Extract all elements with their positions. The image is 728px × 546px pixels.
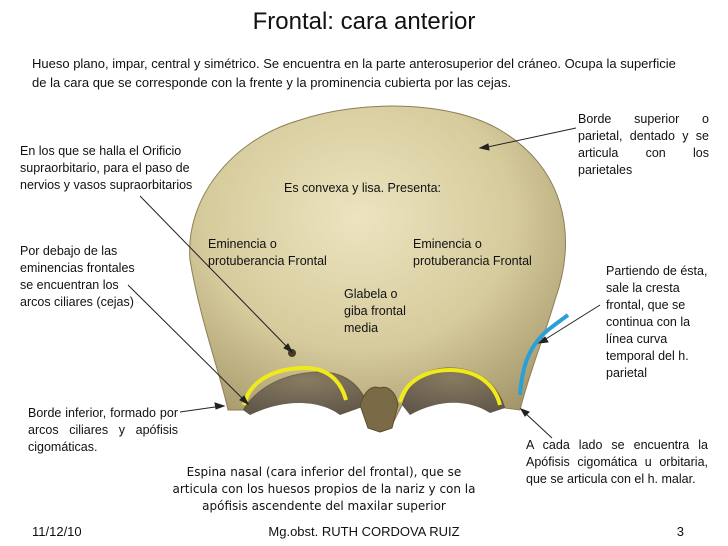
footer-date: 11/12/10 <box>32 524 82 539</box>
pointer-borde-superior <box>482 127 577 149</box>
pointer-borde-inferior <box>179 405 223 413</box>
temporal-crest-line <box>518 313 570 396</box>
note-foramen: En los que se halla el Orificio supraorb… <box>20 144 193 192</box>
note-borde-inferior: Borde inferior, formado por arcos ciliar… <box>28 406 178 454</box>
note-eminencia-izq: Eminencia o protuberancia Frontal <box>208 237 327 268</box>
note-cresta: Partiendo de ésta, sale la cresta fronta… <box>606 264 708 380</box>
pointer-foramen <box>139 195 293 353</box>
pointer-arcos <box>127 284 249 405</box>
left-arcus-line <box>242 365 348 406</box>
note-arcos: Por debajo de las eminencias frontales s… <box>20 244 135 309</box>
note-eminencia-der: Eminencia o protuberancia Frontal <box>413 237 532 268</box>
note-espina-nasal: Espina nasal (cara inferior del frontal)… <box>172 465 476 513</box>
intro-text: Hueso plano, impar, central y simétrico.… <box>32 56 676 90</box>
slide-title: Frontal: cara anterior <box>252 8 476 35</box>
right-arcus-line <box>398 367 502 406</box>
note-convexa: Es convexa y lisa. Presenta: <box>284 181 442 195</box>
note-glabela: Glabela o giba frontal media <box>344 287 406 335</box>
footer-page-number: 3 <box>676 524 684 539</box>
pointer-cresta <box>540 304 601 343</box>
nasal-spine <box>359 386 399 433</box>
note-cigomatica: A cada lado se encuentra la Apófisis cig… <box>526 438 708 486</box>
note-borde-superior: Borde superior o parietal, dentado y se … <box>578 112 709 177</box>
footer-author: Mg.obst. RUTH CORDOVA RUIZ <box>268 524 460 539</box>
right-orbit-roof <box>402 367 505 415</box>
pointer-cigomatica <box>523 411 553 439</box>
